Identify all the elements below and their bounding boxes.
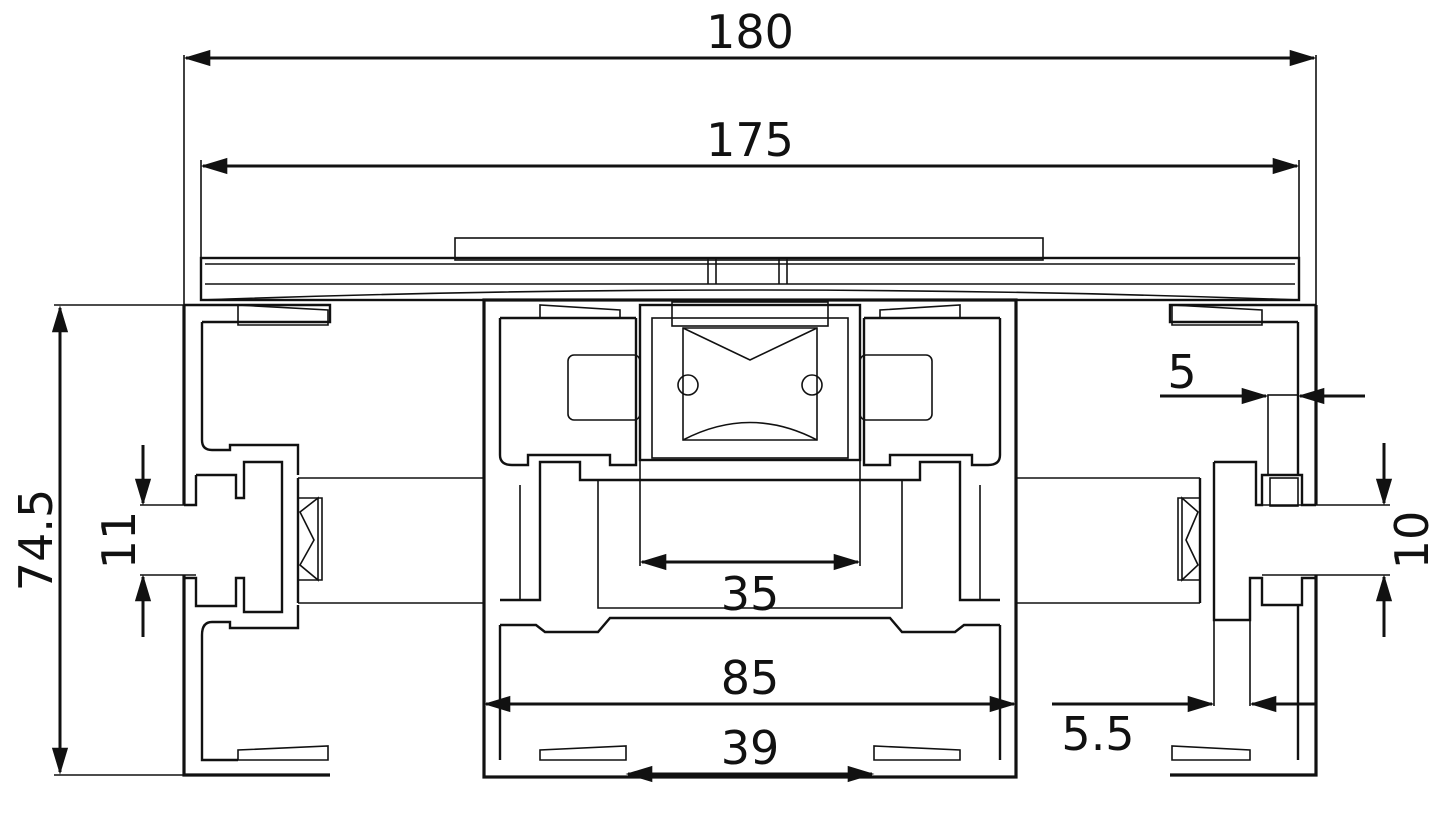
right-interlock [1177, 394, 1316, 622]
dimension-11: 11 [92, 445, 196, 637]
dimension-10: 10 [1262, 443, 1439, 637]
dim-label-175: 175 [706, 113, 794, 167]
dimension-180: 180 [183, 5, 1317, 305]
dim-label-35: 35 [721, 567, 780, 621]
dim-label-39: 39 [721, 721, 780, 775]
dimension-85: 85 [483, 651, 1017, 713]
dim-label-10: 10 [1385, 511, 1439, 570]
dim-label-5: 5 [1167, 345, 1196, 399]
dimension-5-5: 5.5 [1052, 620, 1316, 761]
top-cover-panel [199, 237, 1301, 302]
left-interlock [184, 460, 323, 614]
dimension-35: 35 [639, 460, 861, 621]
dimension-39: 39 [625, 721, 875, 783]
dim-label-180: 180 [706, 5, 794, 59]
center-sash [237, 298, 1263, 779]
dimension-5: 5 [1160, 345, 1365, 405]
dimension-74-5: 74.5 [9, 304, 184, 776]
dim-label-74-5: 74.5 [9, 489, 63, 591]
dim-label-5-5: 5.5 [1061, 707, 1134, 761]
dimension-175: 175 [200, 113, 1300, 258]
dim-label-11: 11 [92, 511, 146, 570]
outer-frame [182, 303, 1318, 777]
dim-label-85: 85 [721, 651, 780, 705]
